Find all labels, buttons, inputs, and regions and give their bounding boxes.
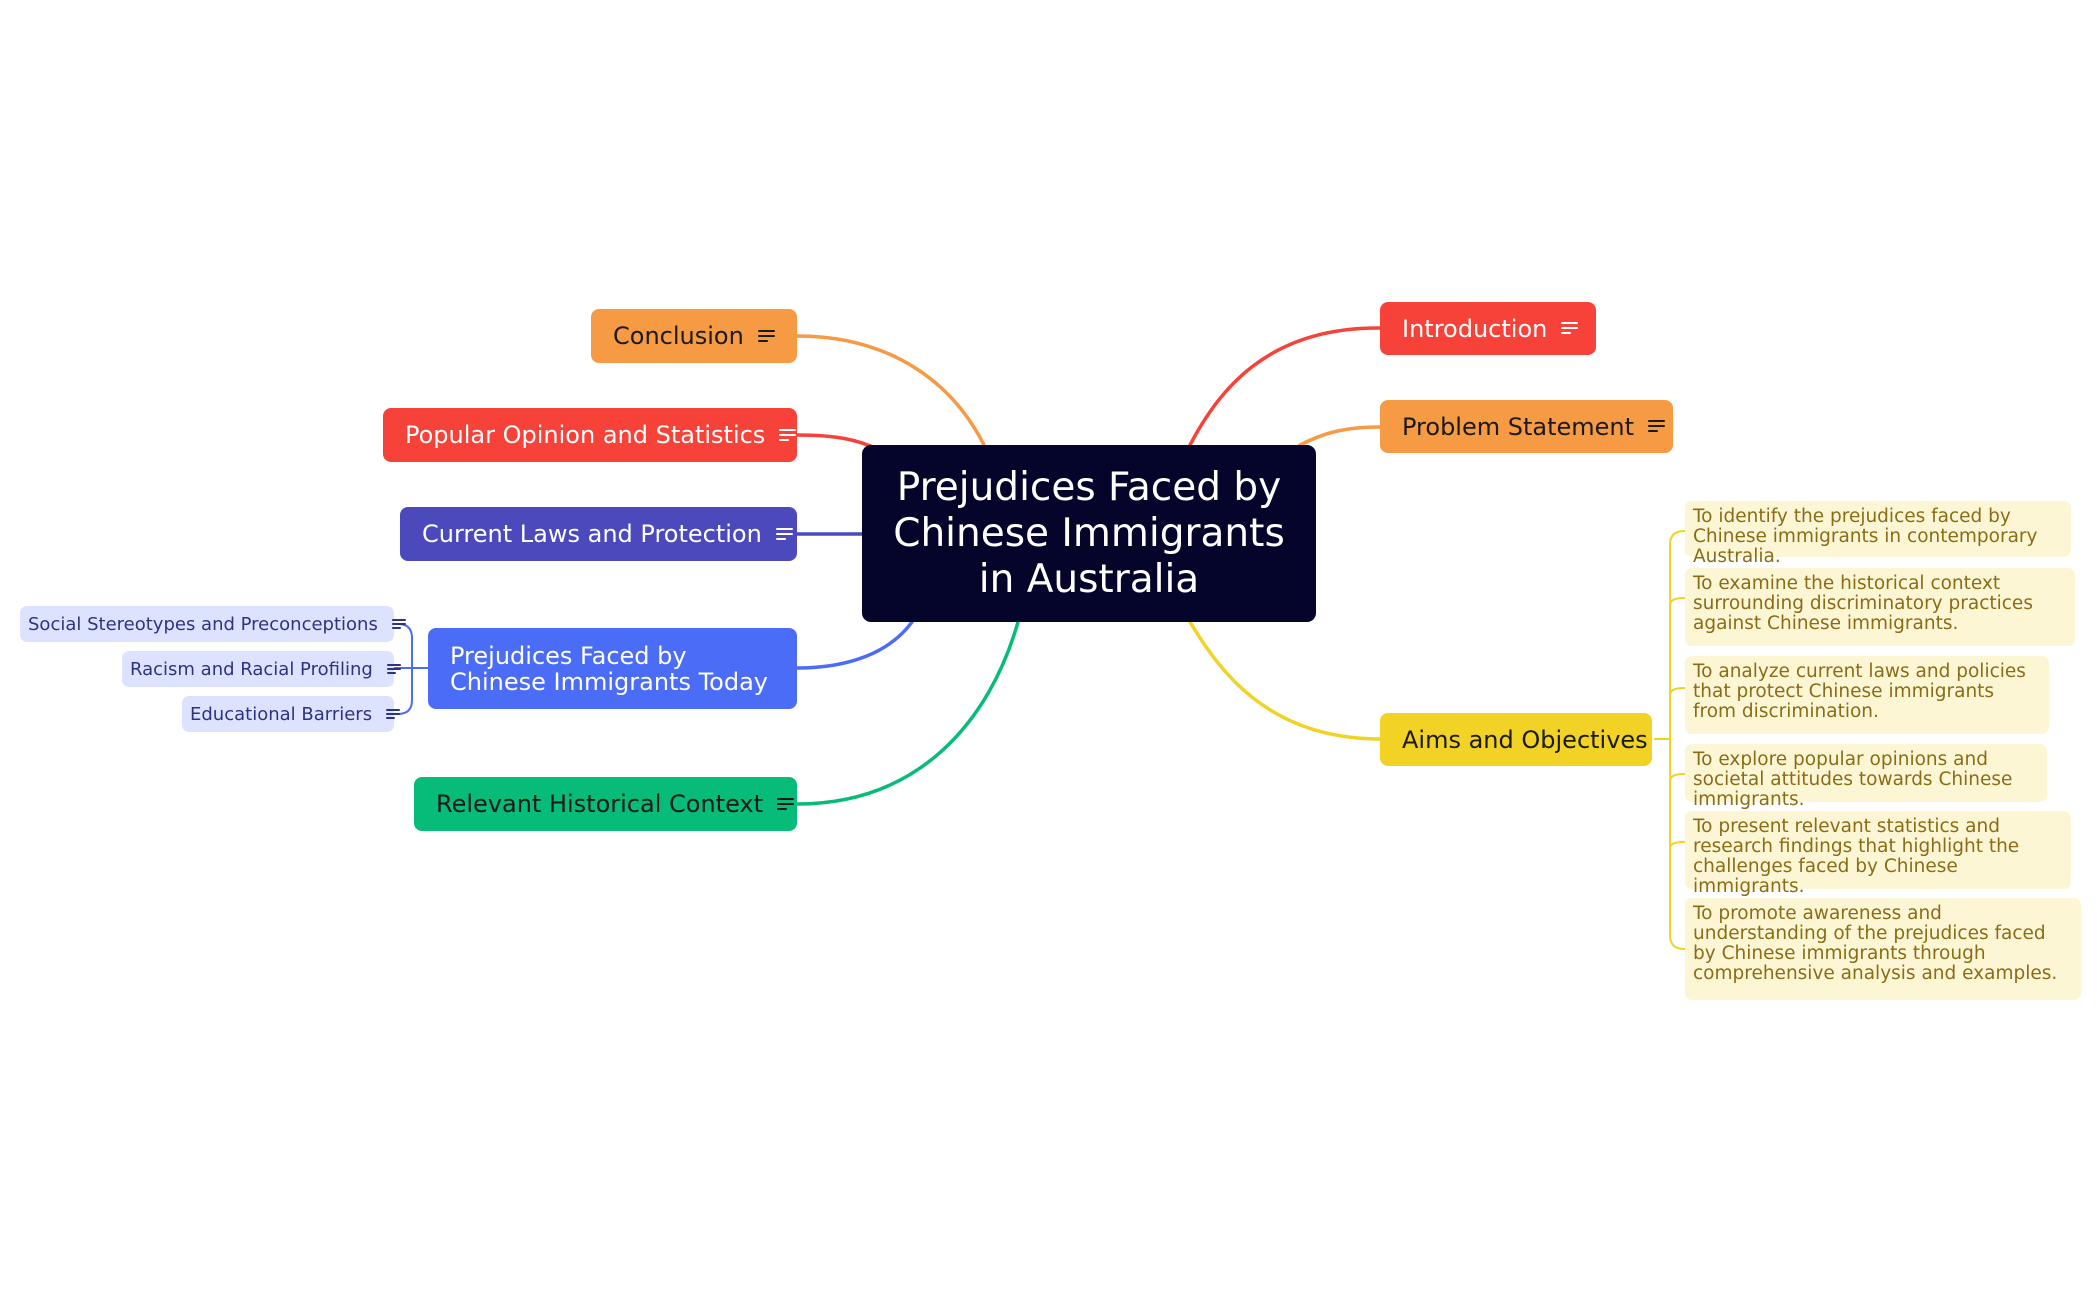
topic-conclusion[interactable]: Conclusion: [591, 309, 797, 363]
central-topic-title: Prejudices Faced by Chinese Immigrants i…: [893, 465, 1285, 603]
aim-item[interactable]: To present relevant statistics and resea…: [1685, 811, 2071, 897]
topic-popular-opinion[interactable]: Popular Opinion and Statistics: [383, 408, 797, 462]
subtopic-label: Social Stereotypes and Preconceptions: [28, 613, 378, 635]
link-aims-and-objectives: [1188, 620, 1382, 741]
topic-prejudices-today[interactable]: Prejudices Faced by Chinese Immigrants T…: [428, 628, 797, 709]
link-sub-bracket: [394, 623, 428, 715]
subtopic-racism-profiling[interactable]: Racism and Racial Profiling: [122, 651, 401, 687]
link-prejudices-today: [795, 620, 914, 670]
aim-item[interactable]: To identify the prejudices faced by Chin…: [1685, 501, 2071, 567]
topic-popular-opinion-label: Popular Opinion and Statistics: [405, 421, 766, 449]
note-icon[interactable]: [386, 708, 401, 720]
aim-item-text: To present relevant statistics and resea…: [1693, 816, 2020, 897]
aim-item-text: To identify the prejudices faced by Chin…: [1693, 506, 2038, 567]
central-topic[interactable]: Prejudices Faced by Chinese Immigrants i…: [862, 445, 1316, 622]
link-aims-bracket: [1654, 530, 1690, 950]
topic-aims-and-objectives[interactable]: Aims and Objectives: [1380, 713, 1652, 766]
topic-current-laws-label: Current Laws and Protection: [422, 520, 762, 548]
link-introduction: [1188, 326, 1382, 447]
note-icon[interactable]: [779, 428, 797, 442]
note-icon[interactable]: [1561, 322, 1579, 335]
aim-item[interactable]: To analyze current laws and policies tha…: [1685, 656, 2049, 734]
aim-item-text: To explore popular opinions and societal…: [1693, 749, 2013, 810]
aim-item[interactable]: To explore popular opinions and societal…: [1685, 744, 2047, 810]
topic-problem-statement-label: Problem Statement: [1402, 412, 1635, 441]
link-conclusion: [795, 334, 987, 449]
topic-aims-and-objectives-label: Aims and Objectives: [1402, 725, 1648, 754]
aim-item-text: To promote awareness and understanding o…: [1693, 903, 2058, 984]
topic-historical-context-label: Relevant Historical Context: [436, 790, 764, 818]
note-icon[interactable]: [758, 329, 775, 343]
central-topic-line-3: in Australia: [978, 556, 1200, 602]
topic-prejudices-today-label: Prejudices Faced by Chinese Immigrants T…: [450, 641, 768, 696]
topic-problem-statement[interactable]: Problem Statement: [1380, 400, 1673, 453]
subtopic-label: Educational Barriers: [190, 703, 373, 725]
aim-item-text: To examine the historical context surrou…: [1693, 573, 2033, 634]
aim-item[interactable]: To examine the historical context surrou…: [1685, 568, 2075, 646]
central-topic-line-1: Prejudices Faced by: [896, 464, 1282, 510]
link-historical-context: [795, 620, 1020, 806]
note-icon[interactable]: [777, 797, 795, 811]
aim-item[interactable]: To promote awareness and understanding o…: [1685, 898, 2081, 1000]
note-icon[interactable]: [1648, 420, 1666, 433]
aim-item-text: To analyze current laws and policies tha…: [1693, 661, 2026, 722]
note-icon[interactable]: [775, 527, 793, 541]
subtopic-social-stereotypes[interactable]: Social Stereotypes and Preconceptions: [20, 606, 406, 642]
subtopic-label: Racism and Racial Profiling: [130, 658, 373, 680]
subtopic-educational-barriers[interactable]: Educational Barriers: [182, 696, 401, 732]
topic-conclusion-label: Conclusion: [613, 322, 744, 350]
topic-introduction-label: Introduction: [1402, 314, 1548, 343]
link-problem-statement: [1298, 425, 1382, 447]
note-icon[interactable]: [386, 663, 401, 675]
topic-current-laws[interactable]: Current Laws and Protection: [400, 507, 797, 561]
central-topic-line-2: Chinese Immigrants: [893, 510, 1285, 556]
topic-historical-context[interactable]: Relevant Historical Context: [414, 777, 797, 831]
topic-introduction[interactable]: Introduction: [1380, 302, 1596, 355]
note-icon[interactable]: [391, 618, 406, 630]
